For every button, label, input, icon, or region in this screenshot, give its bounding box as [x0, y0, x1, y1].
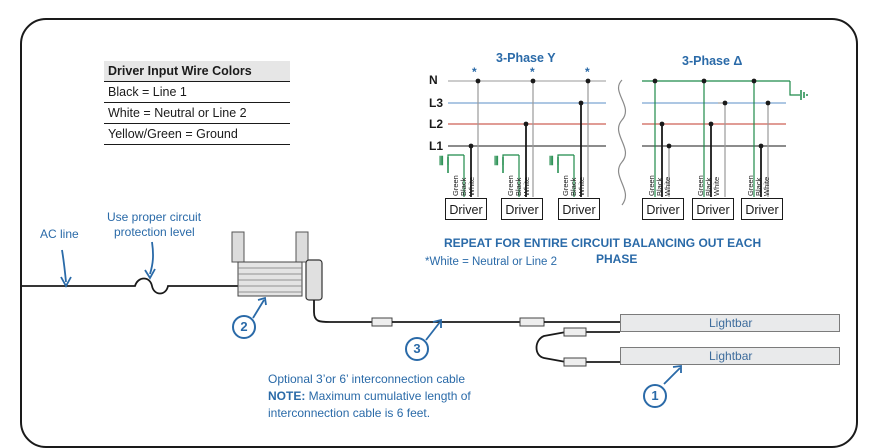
ground-icon: ⫼ [494, 156, 499, 167]
wire-label-white: White [467, 176, 476, 196]
driver-box: Driver [692, 198, 734, 220]
white-note: *White = Neutral or Line 2 [425, 256, 557, 268]
lightbar-label: Lightbar [709, 316, 753, 330]
ac-line-label: AC line [40, 227, 79, 241]
three-phase-delta-title: 3-Phase Δ [682, 54, 743, 68]
cable-note-line3: interconnection cable is 6 feet. [268, 406, 431, 420]
driver-box: Driver [741, 198, 783, 220]
wire-label-white: White [762, 176, 771, 196]
lightbar-upper: Lightbar [620, 314, 840, 332]
wiring-diagram [22, 78, 808, 385]
lightbar-lower: Lightbar [620, 347, 840, 365]
wire-label-white: White [522, 176, 531, 196]
wire-label-white: White [663, 176, 672, 196]
neutral-asterisk: * [585, 65, 590, 79]
protection-label-line2: protection level [114, 225, 195, 239]
connector-icon [563, 327, 587, 337]
ground-icon: ⫼ [549, 156, 554, 167]
table-row: Yellow/Green = Ground [104, 123, 290, 145]
line-label-l3: L3 [429, 96, 444, 110]
cable-note-line1: Optional 3’or 6’ interconnection cable [268, 372, 466, 386]
connector-icon [519, 317, 545, 327]
neutral-asterisk: * [530, 65, 535, 79]
driver-box: Driver [642, 198, 684, 220]
protection-label-line1: Use proper circuit [107, 210, 202, 224]
connector-icon [371, 317, 393, 327]
ac-line-wire [22, 277, 240, 295]
callout-3: 3 [405, 337, 429, 361]
ground-icon: ⫼ [439, 156, 444, 167]
callout-1: 1 [643, 384, 667, 408]
note-text: Maximum cumulative length of [305, 389, 471, 403]
table-row: White = Neutral or Line 2 [104, 102, 290, 124]
driver-box: Driver [558, 198, 600, 220]
line-label-l1: L1 [429, 139, 444, 153]
driver-box: Driver [445, 198, 487, 220]
driver-box: Driver [501, 198, 543, 220]
table-row: Black = Line 1 [104, 81, 290, 103]
break-icon [617, 79, 627, 206]
delta-ground-icon [789, 81, 800, 96]
cable-note-line2: NOTE: Maximum cumulative length of [268, 389, 471, 403]
repeat-note-line1: REPEAT FOR ENTIRE CIRCUIT BALANCING OUT … [444, 236, 762, 250]
callout-2: 2 [232, 315, 256, 339]
neutral-asterisk: * [472, 65, 477, 79]
note-label: NOTE: [268, 389, 306, 403]
wire-color-table: Driver Input Wire Colors Black = Line 1 … [104, 61, 290, 145]
driver-unit-icon [237, 259, 323, 301]
wire-label-white: White [712, 176, 721, 196]
connector-icon [563, 357, 587, 367]
three-phase-y-title: 3-Phase Y [496, 51, 556, 65]
line-label-l2: L2 [429, 117, 444, 131]
repeat-note-line2: PHASE [596, 252, 638, 266]
table-header: Driver Input Wire Colors [104, 61, 290, 82]
wire-label-white: White [577, 176, 586, 196]
lightbar-label: Lightbar [709, 349, 753, 363]
line-label-n: N [429, 73, 438, 87]
